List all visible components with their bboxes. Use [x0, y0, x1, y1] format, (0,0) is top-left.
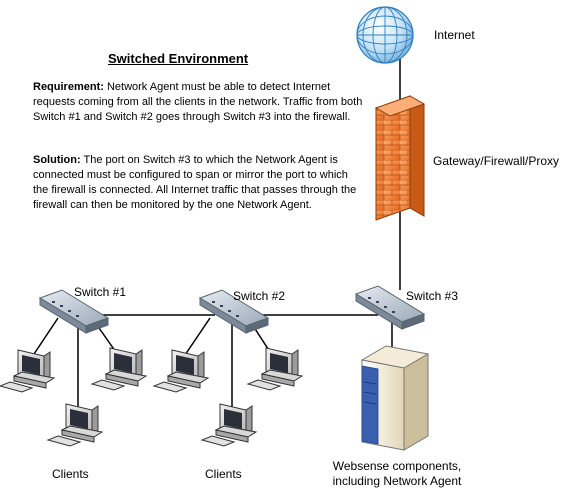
gateway-label: Gateway/Firewall/Proxy: [433, 154, 560, 168]
requirement-body: Network Agent must be able to detect Int…: [33, 81, 363, 123]
client-pc-icon: [152, 349, 210, 393]
switch-1-label: Switch #1: [74, 285, 127, 299]
internet-globe-icon: [356, 6, 414, 64]
firewall-icon: [374, 95, 426, 221]
requirement-text: Requirement: Network Agent must be able …: [33, 80, 363, 125]
switch-3-label: Switch #3: [406, 289, 459, 303]
client-pc-icon: [246, 347, 304, 391]
client-pc-icon: [0, 349, 56, 393]
switch-1-icon: [38, 289, 110, 334]
server-caption: Websense components, including Network A…: [322, 459, 472, 489]
diagram-title: Switched Environment: [108, 51, 249, 66]
server-icon: [360, 345, 430, 451]
switch-2-label: Switch #2: [233, 289, 286, 303]
server-caption-line-2: including Network Agent: [332, 474, 462, 488]
client-pc-icon: [46, 403, 104, 447]
switch-2-icon: [198, 289, 270, 334]
client-pc-icon: [90, 347, 148, 391]
solution-label: Solution:: [33, 154, 81, 166]
solution-text: Solution: The port on Switch #3 to which…: [33, 153, 363, 213]
internet-label: Internet: [434, 28, 475, 42]
server-caption-line-1: Websense components,: [332, 459, 462, 473]
solution-body: The port on Switch #3 to which the Netwo…: [33, 154, 357, 211]
requirement-label: Requirement:: [33, 81, 104, 93]
switch-3-icon: [354, 285, 426, 330]
clients-label-2: Clients: [205, 467, 242, 481]
clients-label-1: Clients: [52, 467, 89, 481]
client-pc-icon: [200, 403, 258, 447]
